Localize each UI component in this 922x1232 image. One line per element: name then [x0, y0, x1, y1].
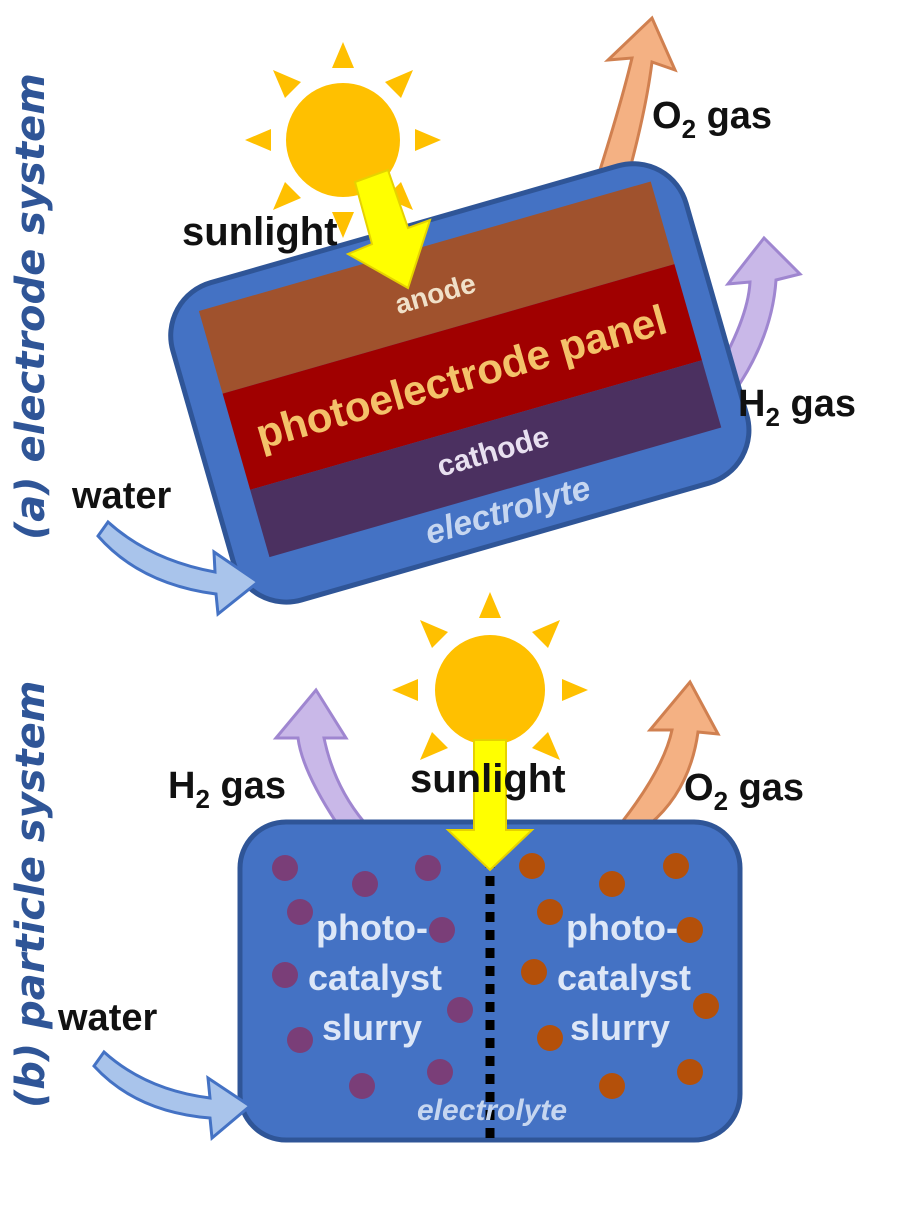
o2-particles [519, 853, 719, 1099]
electrode-container: anode photoelectrode panel cathode elect… [168, 161, 752, 605]
anode-layer [198, 181, 675, 394]
panel-a-side-title: (a) electrode system [8, 73, 54, 540]
particle [287, 1027, 313, 1053]
particle [272, 962, 298, 988]
particle [677, 1059, 703, 1085]
o2-arrow-a [598, 15, 678, 178]
panel-a: (a) electrode system anode photoelectrod… [8, 15, 856, 617]
particle [287, 899, 313, 925]
particle [693, 993, 719, 1019]
sunlight-arrow-b [445, 739, 535, 872]
photoelectrode-panel-layer [222, 264, 702, 490]
panel-b: (b) particle system [8, 592, 804, 1143]
particle [519, 853, 545, 879]
o2-arrow-b [619, 679, 721, 826]
particle [599, 871, 625, 897]
particle [521, 959, 547, 985]
particle [537, 1025, 563, 1051]
particle [677, 917, 703, 943]
h2-gas-label-a: H2 gas [738, 383, 856, 432]
sunlight-label-a: sunlight [182, 210, 338, 254]
o2-gas-label-a: O2 gas [652, 95, 772, 144]
slurry-right-line1: photo- [566, 907, 678, 948]
sunlight-arrow-a [345, 168, 432, 290]
particle [349, 1073, 375, 1099]
slurry-left-line1: photo- [316, 907, 428, 948]
panel-b-side-title: (b) particle system [8, 681, 54, 1108]
slurry-right-line3: slurry [570, 1007, 670, 1048]
sun-icon [245, 42, 441, 238]
particle [272, 855, 298, 881]
h2-arrow-b [272, 687, 368, 824]
sun-icon [392, 592, 588, 788]
electrolyte-label-b: electrolyte [417, 1094, 567, 1127]
particle [415, 855, 441, 881]
water-label-a: water [71, 475, 171, 517]
h2-gas-label-b: H2 gas [168, 765, 286, 814]
particle [352, 871, 378, 897]
o2-gas-label-b: O2 gas [684, 767, 804, 816]
particle [663, 853, 689, 879]
h2-arrow-a [710, 235, 803, 401]
slurry-left-line2: catalyst [308, 957, 442, 998]
water-arrow-a [96, 519, 261, 617]
particle [599, 1073, 625, 1099]
slurry-left-line3: slurry [322, 1007, 422, 1048]
cathode-layer [250, 360, 722, 558]
particle [447, 997, 473, 1023]
sunlight-label-b: sunlight [410, 757, 566, 801]
particle [427, 1059, 453, 1085]
particle [429, 917, 455, 943]
h2-particles [272, 855, 473, 1099]
particle [537, 899, 563, 925]
water-arrow-b [92, 1049, 253, 1141]
water-label-b: water [57, 997, 157, 1039]
slurry-right-line2: catalyst [557, 957, 691, 998]
